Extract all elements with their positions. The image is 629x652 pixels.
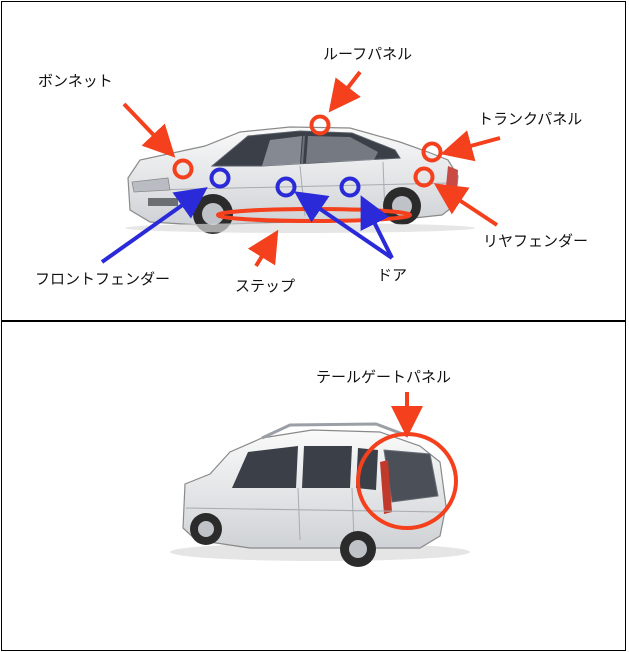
- label-front-fender: フロントフェンダー: [35, 270, 171, 288]
- red-arrows: [122, 70, 501, 268]
- blue-markers-sedan: [209, 167, 361, 198]
- label-bonnet: ボンネット: [38, 72, 113, 90]
- minivan-car: [170, 422, 470, 567]
- label-trunk-panel: トランクパネル: [478, 110, 583, 128]
- label-door: ドア: [377, 266, 408, 284]
- blue-arrows: [100, 187, 394, 264]
- tailgate-marker: [356, 392, 458, 530]
- label-roof-panel: ルーフパネル: [323, 45, 413, 63]
- label-tailgate-panel: テールゲートパネル: [316, 368, 452, 386]
- label-step: ステップ: [235, 277, 296, 295]
- label-rear-fender: リヤフェンダー: [483, 232, 589, 250]
- sedan-car: [125, 126, 475, 234]
